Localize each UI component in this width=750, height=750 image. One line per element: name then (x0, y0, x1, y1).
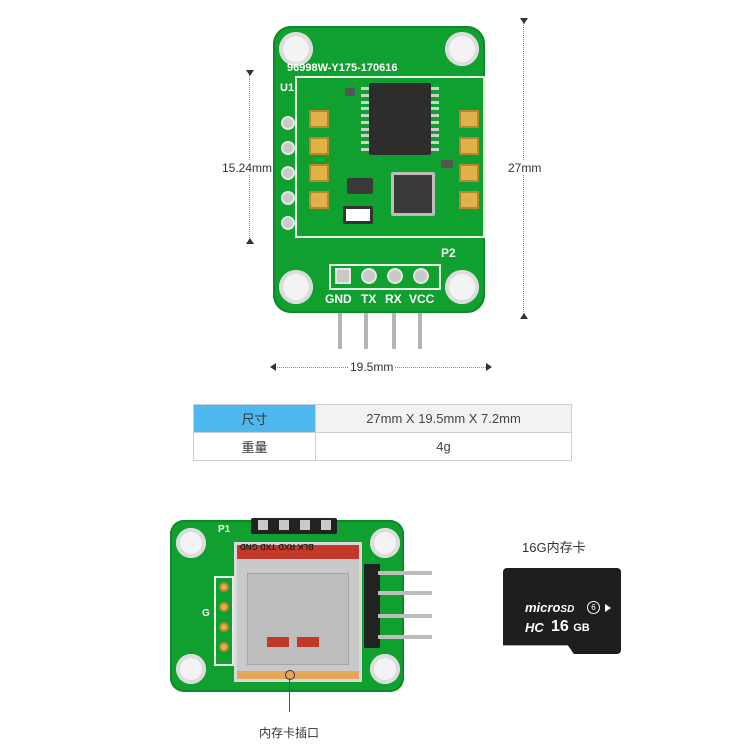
dimension-label-27mm: 27mm (508, 161, 542, 175)
header-pin-gnd (335, 268, 351, 284)
play-icon (605, 604, 611, 612)
header-pin-stub (418, 313, 422, 349)
mounting-hole (445, 270, 479, 304)
header-pin (378, 591, 432, 595)
pin-label-gnd: GND (325, 292, 352, 306)
solder-pad (309, 137, 329, 155)
left-pad-column (214, 576, 234, 666)
mounting-hole (279, 32, 313, 66)
solder-pad (219, 642, 229, 652)
sd-class-badge: 6 (587, 601, 600, 614)
bottom-module-board: P1 G BLK RXD TXD GND (170, 520, 404, 692)
top-module-board: 96998W-Y175-170616 U1 P2 GND (273, 26, 485, 313)
sensor-ic-chip (391, 172, 435, 216)
table-row: 重量 4g (193, 432, 572, 461)
small-component (347, 178, 373, 194)
g-label: G (202, 608, 210, 619)
arrow-icon (270, 363, 276, 371)
header-pin (279, 520, 289, 530)
right-angle-header (364, 564, 380, 648)
header-pin-rx (387, 268, 403, 284)
dimension-line-15mm (249, 72, 250, 242)
slot-callout-circle (285, 670, 295, 680)
sd-card-slot (234, 542, 362, 682)
header-pin (300, 520, 310, 530)
spec-value-weight: 4g (315, 432, 572, 461)
header-pin-tx (361, 268, 377, 284)
pin-label-rx: RX (385, 292, 402, 306)
sd-card-caption: 16G内存卡 (522, 537, 586, 556)
solder-pad (219, 582, 229, 592)
solder-pad (459, 137, 479, 155)
solder-pad (219, 622, 229, 632)
spec-label-size: 尺寸 (193, 404, 316, 433)
arrow-icon (246, 70, 254, 76)
small-component (441, 160, 453, 168)
u1-label: U1 (280, 82, 295, 94)
header-pin-labels: BLK RXD TXD GND (240, 542, 314, 551)
small-component (343, 206, 373, 224)
mounting-hole (445, 32, 479, 66)
header-pin (258, 520, 268, 530)
main-ic-chip (361, 83, 439, 155)
mounting-hole (370, 528, 400, 558)
header-pin (378, 614, 432, 618)
arrow-icon (520, 313, 528, 319)
solder-pad (309, 164, 329, 182)
solder-pad (309, 110, 329, 128)
dimension-label-19mm: 19.5mm (348, 360, 396, 374)
left-edge-pins (281, 116, 295, 236)
board-code-label: 96998W-Y175-170616 (287, 62, 398, 74)
header-pin-stub (338, 313, 342, 349)
table-row: 尺寸 27mm X 19.5mm X 7.2mm (193, 404, 572, 433)
p2-label: P2 (441, 246, 456, 260)
solder-pad (459, 164, 479, 182)
sd-brand-label: microSD (525, 600, 575, 615)
arrow-icon (246, 238, 254, 244)
top-pin-header (251, 518, 337, 534)
header-pin-stub (364, 313, 368, 349)
slot-callout-line (289, 678, 290, 712)
slot-caption: 内存卡插口 (259, 724, 320, 741)
header-pin-vcc (413, 268, 429, 284)
dimension-label-15mm: 15.24mm (222, 161, 273, 175)
inner-module-outline (295, 76, 485, 238)
solder-pad (459, 191, 479, 209)
small-component (345, 88, 355, 96)
arrow-icon (486, 363, 492, 371)
spec-table: 尺寸 27mm X 19.5mm X 7.2mm 重量 4g (193, 404, 572, 461)
p2-header-outline (329, 264, 441, 290)
spec-label-weight: 重量 (193, 432, 316, 461)
solder-pad (309, 191, 329, 209)
sd-capacity: 16 GB (551, 618, 590, 635)
mounting-hole (176, 528, 206, 558)
pin-label-vcc: VCC (409, 292, 435, 306)
solder-pad (459, 110, 479, 128)
arrow-icon (520, 18, 528, 24)
pin-label-tx: TX (361, 292, 377, 306)
header-pin-stub (392, 313, 396, 349)
sd-hc-label: HC (525, 620, 544, 635)
mounting-hole (176, 654, 206, 684)
mounting-hole (279, 270, 313, 304)
micro-sd-card: microSD 6 HC 16 GB (503, 568, 621, 654)
header-pin (378, 635, 432, 639)
header-pin (378, 571, 432, 575)
header-pin (321, 520, 331, 530)
solder-pad (219, 602, 229, 612)
spec-value-size: 27mm X 19.5mm X 7.2mm (315, 404, 572, 433)
mounting-hole (370, 654, 400, 684)
p1-label: P1 (218, 524, 231, 535)
